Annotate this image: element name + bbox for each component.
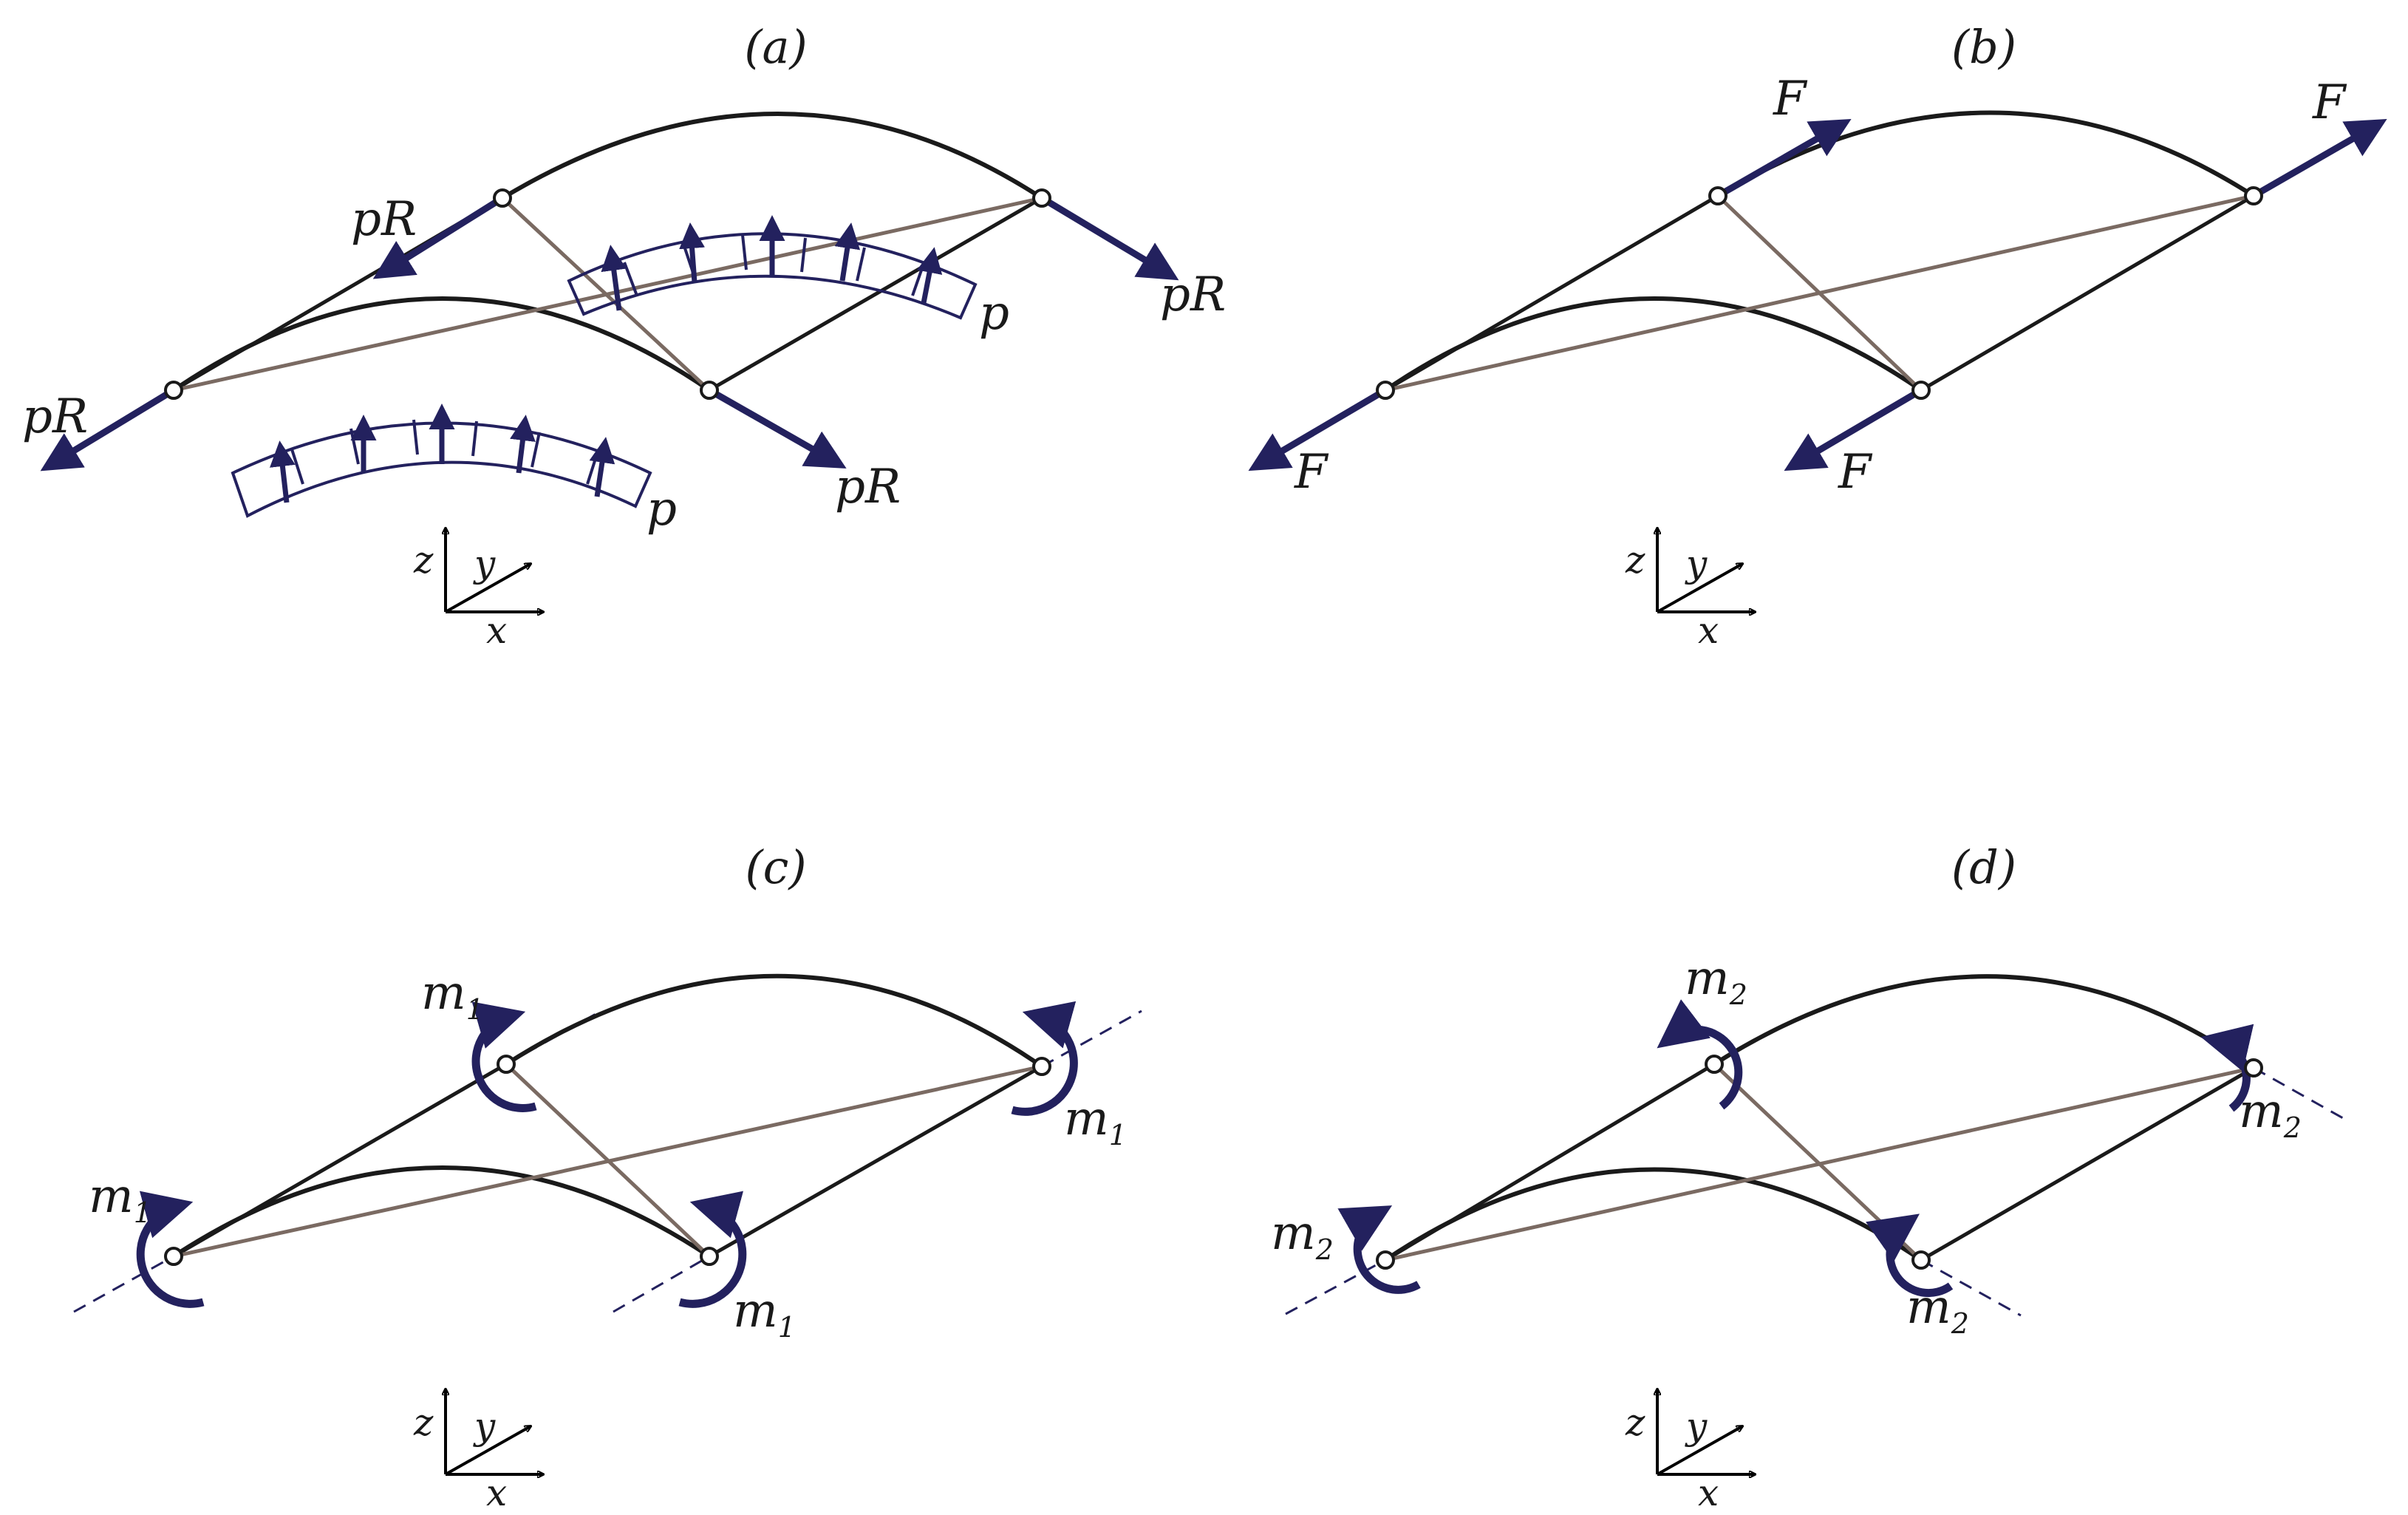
node	[1911, 381, 1931, 400]
force-arrow	[1040, 195, 1179, 281]
arch-top	[1713, 974, 2255, 1070]
moment-label: m2	[1685, 951, 1747, 1011]
arch-top	[505, 973, 1043, 1069]
dashed-axis	[1041, 1010, 1142, 1068]
node	[1708, 186, 1727, 205]
force-arrow	[2251, 119, 2387, 199]
node	[1032, 1057, 1051, 1076]
dashed-axis	[73, 1255, 174, 1313]
edge-right	[708, 1064, 1043, 1259]
panel-d: (d) m2 m2 m2 m2 z y x	[1271, 840, 2350, 1514]
force-arrow	[707, 387, 847, 469]
moment-label: m1	[89, 1169, 151, 1229]
moment-label: m1	[1064, 1092, 1127, 1151]
node	[493, 188, 512, 208]
axis-x-label: x	[1698, 609, 1719, 652]
moment-arrow	[1657, 999, 1743, 1110]
axes-triad: z y x	[1625, 1389, 1755, 1514]
arch-top	[501, 112, 1043, 200]
moment-arrow	[678, 1191, 747, 1308]
force-label: pR	[1160, 268, 1226, 322]
panel-c: (c) m1 m1 m1 m1 z y x	[73, 840, 1142, 1514]
dashed-axis	[2253, 1066, 2350, 1123]
axes-triad: z y x	[413, 1389, 543, 1514]
axis-x-label: x	[1698, 1471, 1719, 1514]
moment-arrow	[471, 1001, 537, 1112]
force-label: pR	[835, 460, 901, 514]
pressure-label: p	[647, 482, 677, 537]
axis-z-label: z	[413, 1401, 434, 1444]
diagonal-short	[501, 197, 711, 392]
axis-z-label: z	[1625, 1401, 1645, 1444]
pressure-band-lower	[231, 404, 652, 518]
edge-left	[1384, 1062, 1716, 1262]
node	[164, 1247, 183, 1266]
force-arrow	[40, 387, 176, 471]
panel-a-title: (a)	[744, 20, 807, 74]
axis-y-label: y	[473, 1405, 496, 1448]
node	[2244, 186, 2263, 205]
arch-top	[1716, 110, 2255, 198]
dashed-axis	[613, 1255, 710, 1313]
force-label: F	[1838, 445, 1873, 500]
force-arrow	[1248, 387, 1388, 471]
force-label: F	[1294, 445, 1329, 500]
pressure-label: p	[979, 286, 1009, 341]
diagonal-short	[1713, 1063, 1923, 1262]
force-arrow	[372, 195, 505, 279]
axis-z-label: z	[413, 539, 434, 582]
moment-arrow	[1011, 1001, 1078, 1116]
force-label: F	[2312, 75, 2347, 130]
node	[164, 381, 183, 400]
force-arrow	[1716, 119, 1852, 199]
edge-left	[1384, 194, 1719, 392]
node	[497, 1055, 516, 1074]
node	[1705, 1055, 1724, 1074]
axis-y-label: y	[473, 542, 496, 585]
force-label: F	[1773, 72, 1808, 126]
axis-z-label: z	[1625, 539, 1645, 582]
panel-d-title: (d)	[1951, 840, 2016, 894]
node	[1032, 188, 1051, 208]
axis-x-label: x	[486, 1471, 507, 1514]
panel-b-title: (b)	[1951, 20, 2016, 74]
node	[1376, 381, 1395, 400]
edge-right	[708, 196, 1043, 392]
moment-label: m1	[733, 1284, 796, 1344]
axis-y-label: y	[1685, 542, 1708, 585]
node	[1376, 1250, 1395, 1270]
axis-y-label: y	[1685, 1405, 1708, 1448]
force-arrow	[1784, 387, 1923, 471]
moment-label: m2	[1271, 1206, 1334, 1266]
force-label: pR	[351, 192, 417, 247]
edge-left	[172, 1062, 508, 1259]
dashed-axis	[1285, 1259, 1386, 1315]
panel-c-title: (c)	[745, 840, 806, 894]
node	[700, 381, 719, 400]
diagonal-short	[1716, 194, 1923, 392]
axes-triad: z y x	[413, 528, 543, 652]
edge-right	[1920, 194, 2255, 392]
panel-b: (b) F F F F z y x	[1248, 20, 2387, 652]
node	[2244, 1058, 2263, 1077]
panel-a: (a) pR pR pR pR p	[22, 20, 1226, 652]
node	[1911, 1250, 1931, 1270]
axes-triad: z y x	[1625, 528, 1755, 652]
diagonal-short	[505, 1063, 711, 1258]
moment-arrow	[1337, 1205, 1421, 1294]
pressure-band-upper	[567, 215, 978, 320]
moment-label: m1	[421, 966, 484, 1026]
moment-arrow	[136, 1191, 205, 1308]
force-label: pR	[22, 389, 88, 444]
axis-x-label: x	[486, 609, 507, 652]
edge-right	[1920, 1066, 2255, 1262]
moment-label: m2	[2239, 1084, 2302, 1144]
dashed-axis	[1920, 1259, 2022, 1317]
moment-arrow	[1866, 1213, 1954, 1297]
moment-label: m2	[1906, 1280, 1969, 1340]
node	[700, 1247, 719, 1266]
